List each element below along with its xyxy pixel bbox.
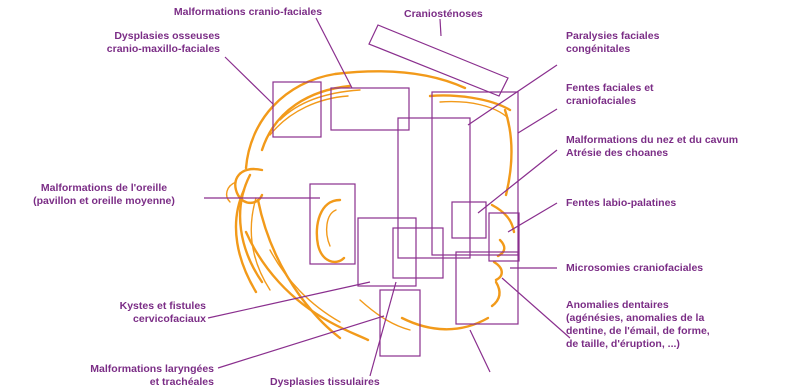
- label-dysplasies-osseuses-line2: cranio-maxillo-faciales: [30, 43, 220, 56]
- box-fentes-labio-palatines: [489, 213, 519, 261]
- label-laryngees-line2: et trachéales: [40, 376, 214, 389]
- label-nez-cavum-line2: Atrésie des choanes: [566, 147, 738, 160]
- label-dysplasies-osseuses-line1: Dysplasies osseuses: [30, 30, 220, 43]
- label-dentaires-line4: de taille, d'éruption, ...): [566, 338, 710, 351]
- label-laryngees-line1: Malformations laryngées: [40, 363, 214, 376]
- label-malformations-cranio-faciales: Malformations cranio-faciales: [158, 6, 338, 19]
- label-oreille: Malformations de l'oreille (pavillon et …: [6, 182, 202, 208]
- box-tissulaire-b: [393, 228, 443, 278]
- label-dysplasies-osseuses: Dysplasies osseuses cranio-maxillo-facia…: [30, 30, 220, 56]
- label-fentes-labio-palatines: Fentes labio-palatines: [566, 197, 676, 210]
- box-microsomies: [456, 252, 518, 324]
- label-anomalies-dentaires: Anomalies dentaires (agénésies, anomalie…: [566, 299, 710, 351]
- label-dentaires-line1: Anomalies dentaires: [566, 299, 710, 312]
- hair-drawing: [227, 71, 514, 340]
- label-kystes-line1: Kystes et fistules: [40, 300, 206, 313]
- label-nez-cavum-line1: Malformations du nez et du cavum: [566, 134, 738, 147]
- label-microsomies: Microsomies craniofaciales: [566, 262, 703, 275]
- label-paralysies: Paralysies faciales congénitales: [566, 30, 659, 56]
- box-craniostenoses: [369, 25, 508, 96]
- region-frames: [273, 25, 519, 356]
- box-malformations-cranio-faciales: [331, 88, 409, 130]
- label-craniostenoses: Craniosténoses: [404, 8, 483, 21]
- label-kystes-line2: cervicofaciaux: [40, 313, 206, 326]
- label-paralysies-line1: Paralysies faciales: [566, 30, 659, 43]
- label-dentaires-line2: (agénésies, anomalies de la: [566, 312, 710, 325]
- box-fentes-faciales: [432, 92, 518, 255]
- label-fentes-faciales: Fentes faciales et craniofaciales: [566, 82, 654, 108]
- label-oreille-line1: Malformations de l'oreille: [6, 182, 202, 195]
- label-kystes-fistules: Kystes et fistules cervicofaciaux: [40, 300, 206, 326]
- box-dysplasies-osseuses: [273, 82, 321, 137]
- label-fentes-faciales-line2: craniofaciales: [566, 95, 654, 108]
- box-paralysies: [398, 118, 470, 258]
- label-nez-cavum: Malformations du nez et du cavum Atrésie…: [566, 134, 738, 160]
- label-dentaires-line3: dentine, de l'émail, de forme,: [566, 325, 710, 338]
- label-dysplasies-tissulaires: Dysplasies tissulaires: [270, 376, 380, 389]
- label-laryngees: Malformations laryngées et trachéales: [40, 363, 214, 389]
- label-paralysies-line2: congénitales: [566, 43, 659, 56]
- box-nez-cavum: [452, 202, 486, 238]
- label-fentes-faciales-line1: Fentes faciales et: [566, 82, 654, 95]
- label-oreille-line2: (pavillon et oreille moyenne): [6, 195, 202, 208]
